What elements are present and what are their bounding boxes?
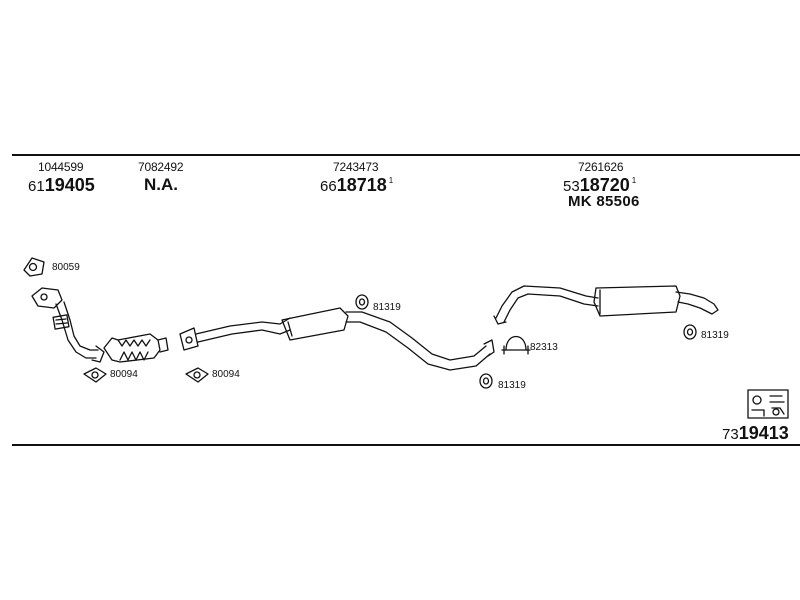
part-3-note: 1	[388, 176, 394, 185]
part-1-prefix: 61	[28, 178, 45, 195]
clamp-label: 82313	[530, 342, 558, 353]
kit-prefix: 73	[722, 426, 739, 443]
hanger-mid-top-label: 81319	[373, 302, 401, 313]
part-4-ref: 7261626	[578, 160, 624, 174]
intermediate-pipe-icon	[179, 307, 495, 371]
top-rule	[12, 154, 800, 156]
front-pipe-icon	[31, 287, 105, 363]
catalytic-converter-icon	[103, 333, 169, 363]
hanger-rear-label: 81319	[701, 330, 729, 341]
rear-muffler-icon	[493, 285, 719, 325]
gasket-top-label: 80059	[52, 262, 80, 273]
kit-main: 19413	[738, 423, 789, 443]
part-3-ref: 7243473	[333, 160, 379, 174]
bottom-rule	[12, 444, 800, 446]
hanger-mid-bottom-icon	[479, 373, 493, 389]
part-1-ref: 1044599	[38, 160, 84, 174]
fitting-kit-icon	[747, 389, 789, 419]
kit-number: 7319413	[722, 423, 789, 444]
clamp-icon	[501, 335, 531, 355]
part-4-note: 1	[631, 176, 637, 185]
part-2-number: N.A.	[144, 175, 178, 194]
hanger-rear-icon	[683, 324, 697, 340]
part-4-extra: MK 85506	[568, 193, 640, 210]
gasket-top-icon	[23, 257, 45, 277]
gasket-mid-label: 80094	[212, 369, 240, 380]
hanger-mid-top-icon	[355, 294, 369, 310]
gasket-left-label: 80094	[110, 369, 138, 380]
part-1-number: 6119405	[28, 175, 95, 196]
part-3-main: 18718	[336, 175, 387, 195]
part-1-main: 19405	[44, 175, 95, 195]
gasket-left-icon	[83, 367, 107, 383]
part-3-prefix: 66	[320, 178, 337, 195]
hanger-mid-bottom-label: 81319	[498, 380, 526, 391]
part-2-ref: 7082492	[138, 160, 184, 174]
gasket-mid-icon	[185, 367, 209, 383]
part-4-main: 18720	[579, 175, 630, 195]
part-4-prefix: 53	[563, 178, 580, 195]
